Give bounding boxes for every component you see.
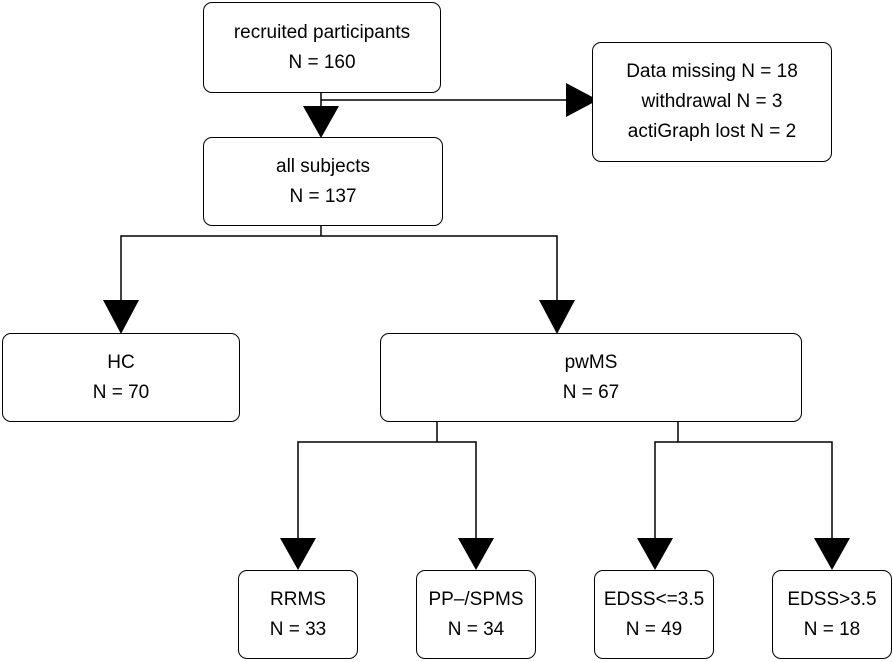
node-count: N = 49: [625, 618, 683, 640]
node-count: N = 70: [92, 381, 150, 403]
arrowhead-edss-low: [637, 538, 673, 570]
pwms-box: pwMS N = 67: [380, 333, 802, 422]
arrowhead-edss-high: [814, 538, 850, 570]
node-count: N = 33: [269, 618, 327, 640]
node-count: N = 34: [447, 618, 505, 640]
node-count: N = 160: [288, 51, 356, 73]
arrowhead-rrms: [280, 538, 316, 570]
node-label: recruited participants: [233, 21, 411, 43]
node-label: HC: [107, 351, 135, 373]
node-label: PP–/SPMS: [428, 588, 524, 610]
node-label: pwMS: [564, 351, 618, 373]
node-count: N = 18: [803, 618, 861, 640]
connector-pwms-edss: [654, 421, 833, 540]
arrowhead-ppspms: [458, 538, 494, 570]
node-label: EDSS>3.5: [787, 588, 877, 610]
excluded-actigraph-lost: actiGraph lost N = 2: [627, 121, 797, 142]
node-count: N = 67: [562, 381, 620, 403]
edss-high-box: EDSS>3.5 N = 18: [772, 570, 892, 659]
edss-low-box: EDSS<=3.5 N = 49: [594, 570, 714, 659]
pp-spms-box: PP–/SPMS N = 34: [416, 570, 536, 659]
rrms-box: RRMS N = 33: [238, 570, 358, 659]
node-label: EDSS<=3.5: [603, 588, 705, 610]
arrowhead-all: [303, 106, 339, 138]
arrowhead-hc: [103, 300, 139, 334]
node-count: N = 137: [289, 185, 357, 207]
hc-box: HC N = 70: [2, 333, 240, 422]
arrowhead-excluded: [566, 83, 598, 117]
all-subjects-box: all subjects N = 137: [203, 137, 443, 226]
connector-pwms-type: [297, 421, 477, 540]
connector-all-split: [120, 225, 558, 300]
excluded-box: Data missing N = 18 withdrawal N = 3 act…: [592, 42, 832, 162]
excluded-data-missing: Data missing N = 18: [626, 61, 798, 82]
excluded-withdrawal: withdrawal N = 3: [641, 91, 783, 112]
node-label: all subjects: [276, 155, 370, 177]
node-label: RRMS: [270, 588, 326, 610]
recruited-participants-box: recruited participants N = 160: [203, 2, 441, 93]
arrowhead-pwms: [539, 300, 575, 334]
